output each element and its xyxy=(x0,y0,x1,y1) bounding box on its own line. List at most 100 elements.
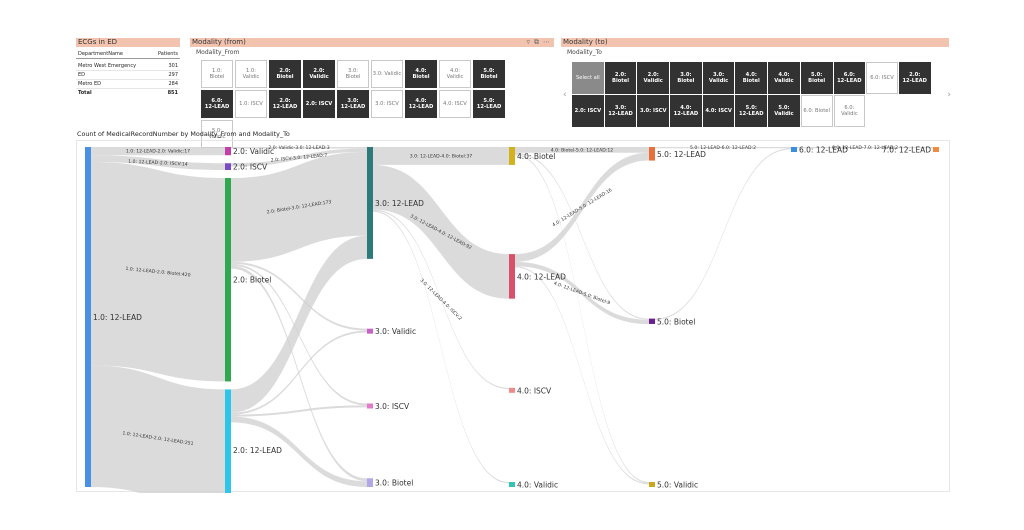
more-options-icon[interactable]: ⋯ xyxy=(543,37,550,46)
slicer-tile[interactable]: 3.0: ISCV xyxy=(637,95,670,127)
sankey-link[interactable] xyxy=(515,152,649,320)
sankey-link[interactable] xyxy=(797,147,933,149)
slicer-tile[interactable]: 2.0: 12-LEAD xyxy=(269,90,301,118)
slicer-tile[interactable]: 4.0: 12-LEAD xyxy=(405,90,437,118)
table-row[interactable]: Metro West Emergency 301 xyxy=(76,61,180,71)
slicer-title: Modality (to) xyxy=(561,38,949,47)
department-name: Metro ED xyxy=(76,79,151,89)
sankey-node[interactable] xyxy=(85,147,91,487)
sankey-link[interactable] xyxy=(231,416,367,487)
sankey-node[interactable] xyxy=(649,147,655,161)
sankey-node[interactable] xyxy=(225,178,231,382)
slicer-tile[interactable]: 2.0: ISCV xyxy=(572,95,604,127)
sankey-node[interactable] xyxy=(367,328,373,334)
focus-mode-icon[interactable]: ⧉ xyxy=(534,37,539,46)
sankey-node-label: 3.0: Validic xyxy=(375,327,416,336)
sankey-link[interactable] xyxy=(231,151,367,262)
slicer-tile[interactable]: 6.0: 12-LEAD xyxy=(201,90,233,118)
sankey-node-label: 6.0: 12-LEAD xyxy=(799,146,848,155)
slicer-tile[interactable]: 3.0: Biotel xyxy=(337,60,369,88)
sankey-link[interactable] xyxy=(373,210,509,484)
slicer-tile[interactable]: 5.0: Validic xyxy=(201,120,233,148)
sankey-link[interactable] xyxy=(231,261,367,331)
slicer-tile[interactable]: 2.0: Biotel xyxy=(269,60,301,88)
sankey-link[interactable] xyxy=(515,266,649,485)
slicer-tile[interactable]: 5.0: Validic xyxy=(768,95,800,127)
slicer-tile[interactable]: 2.0: Validic xyxy=(303,60,335,88)
table-row[interactable]: Metro ED 284 xyxy=(76,79,180,89)
sankey-link-label: 1.0: 12-LEAD-2.0: Validic:17 xyxy=(126,149,190,155)
sankey-link[interactable] xyxy=(373,209,509,390)
sankey-node[interactable] xyxy=(649,318,655,324)
slicer-tile[interactable]: Select all xyxy=(572,62,604,94)
sankey-link[interactable] xyxy=(655,148,791,320)
sankey-node[interactable] xyxy=(649,482,655,487)
sankey-link[interactable] xyxy=(231,235,367,413)
sankey-link[interactable] xyxy=(515,152,649,262)
sankey-node[interactable] xyxy=(225,389,231,493)
slicer-tile[interactable]: 2.0: Validic xyxy=(637,62,670,94)
sankey-link[interactable] xyxy=(91,147,225,156)
sankey-link[interactable] xyxy=(515,147,649,153)
table-row[interactable]: ED 297 xyxy=(76,70,180,80)
slicer-subtitle: Modality_To xyxy=(567,49,602,56)
slicer-tile[interactable]: 5.0: 12-LEAD xyxy=(735,95,768,127)
sankey-link[interactable] xyxy=(231,405,367,417)
column-header-patients[interactable]: Patients xyxy=(150,50,180,59)
slicer-tile[interactable]: 6.0: Validic xyxy=(833,95,866,127)
slicer-tile[interactable]: 6.0: 12-LEAD xyxy=(833,62,866,94)
sankey-link[interactable] xyxy=(373,164,509,299)
slicer-tile[interactable]: 3.0: 12-LEAD xyxy=(604,95,637,127)
chevron-left-icon[interactable]: ‹ xyxy=(563,90,567,100)
sankey-link[interactable] xyxy=(91,365,225,493)
slicer-tile[interactable]: 2.0: Biotel xyxy=(604,62,637,94)
sankey-link[interactable] xyxy=(231,147,367,149)
slicer-tile[interactable]: 1.0: Biotel xyxy=(201,60,233,88)
sankey-node[interactable] xyxy=(367,478,373,487)
slicer-tile[interactable]: 3.0: 12-LEAD xyxy=(337,90,369,118)
sankey-link[interactable] xyxy=(515,261,649,325)
slicer-tile[interactable]: 5.0: Biotel xyxy=(800,62,833,94)
sankey-link[interactable] xyxy=(655,147,791,149)
sankey-link[interactable] xyxy=(231,148,367,167)
sankey-node[interactable] xyxy=(509,482,515,487)
sankey-node[interactable] xyxy=(367,147,373,259)
sankey-node[interactable] xyxy=(933,147,939,152)
slicer-tile[interactable]: 4.0: 12-LEAD xyxy=(670,95,702,127)
slicer-tile[interactable]: 4.0: Biotel xyxy=(405,60,437,88)
sankey-node[interactable] xyxy=(509,254,515,299)
sankey-node[interactable] xyxy=(225,163,231,171)
slicer-tile[interactable]: 4.0: ISCV xyxy=(702,95,735,127)
slicer-tile[interactable]: 2.0: 12-LEAD xyxy=(898,62,931,94)
sankey-node[interactable] xyxy=(225,147,231,156)
sankey-link[interactable] xyxy=(373,147,509,165)
slicer-tile[interactable]: 4.0: Validic xyxy=(768,62,800,94)
slicer-tile[interactable]: 4.0: ISCV xyxy=(439,90,471,118)
slicer-tile[interactable]: 3.0: Biotel xyxy=(670,62,702,94)
slicer-tile[interactable]: 2.0: ISCV xyxy=(303,90,335,118)
sankey-link[interactable] xyxy=(91,155,225,171)
column-header-department[interactable]: DepartmentName xyxy=(76,50,151,59)
sankey-link[interactable] xyxy=(91,162,225,382)
slicer-tile[interactable]: 5.0: 12-LEAD xyxy=(473,90,505,118)
sankey-node-label: 4.0: Validic xyxy=(517,481,558,490)
slicer-tile[interactable]: 1.0: Validic xyxy=(235,60,267,88)
slicer-tile[interactable]: 4.0: Validic xyxy=(439,60,471,88)
chevron-right-icon[interactable]: › xyxy=(947,90,951,100)
slicer-tile[interactable]: 3.0: Validic xyxy=(371,60,403,88)
slicer-tile[interactable]: 3.0: ISCV xyxy=(371,90,403,118)
sankey-node[interactable] xyxy=(791,147,797,152)
slicer-tile[interactable]: 3.0: Validic xyxy=(702,62,735,94)
filter-icon[interactable]: ▿ xyxy=(526,37,530,46)
sankey-link[interactable] xyxy=(231,330,367,415)
slicer-tile[interactable]: 4.0: Biotel xyxy=(735,62,768,94)
sankey-node[interactable] xyxy=(509,147,515,165)
slicer-tile[interactable]: 1.0: ISCV xyxy=(235,90,267,118)
sankey-node[interactable] xyxy=(509,387,515,393)
sankey-node[interactable] xyxy=(367,403,373,409)
slicer-tile[interactable]: 5.0: Biotel xyxy=(473,60,505,88)
slicer-tile[interactable]: 6.0: ISCV xyxy=(866,62,898,94)
slicer-tile[interactable]: 6.0: Biotel xyxy=(800,95,833,127)
sankey-link[interactable] xyxy=(515,154,649,484)
